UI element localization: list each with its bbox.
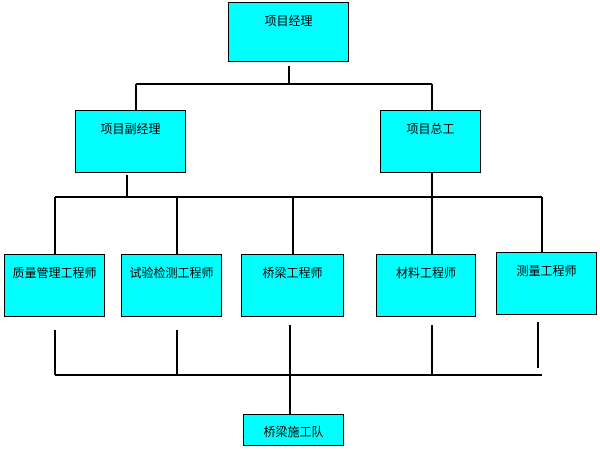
node-label: 项目经理 [264,14,313,28]
node-label: 项目总工 [406,122,455,136]
node-construction-team: 桥梁施工队 [243,414,344,446]
node-materials-engineer: 材料工程师 [376,254,476,317]
node-survey-engineer: 测量工程师 [496,252,597,315]
node-label: 测量工程师 [516,264,577,278]
node-project-manager: 项目经理 [228,2,349,62]
node-label: 桥梁施工队 [263,425,324,439]
node-deputy-manager: 项目副经理 [75,110,186,173]
node-label: 质量管理工程师 [12,266,97,280]
node-label: 材料工程师 [395,266,456,280]
node-label: 桥梁工程师 [262,266,323,280]
node-test-engineer: 试验检测工程师 [121,254,222,317]
node-bridge-engineer: 桥梁工程师 [241,254,344,317]
node-label: 试验检测工程师 [129,266,214,280]
node-label: 项目副经理 [100,122,161,136]
node-chief-engineer: 项目总工 [380,110,481,173]
node-quality-engineer: 质量管理工程师 [4,254,105,317]
